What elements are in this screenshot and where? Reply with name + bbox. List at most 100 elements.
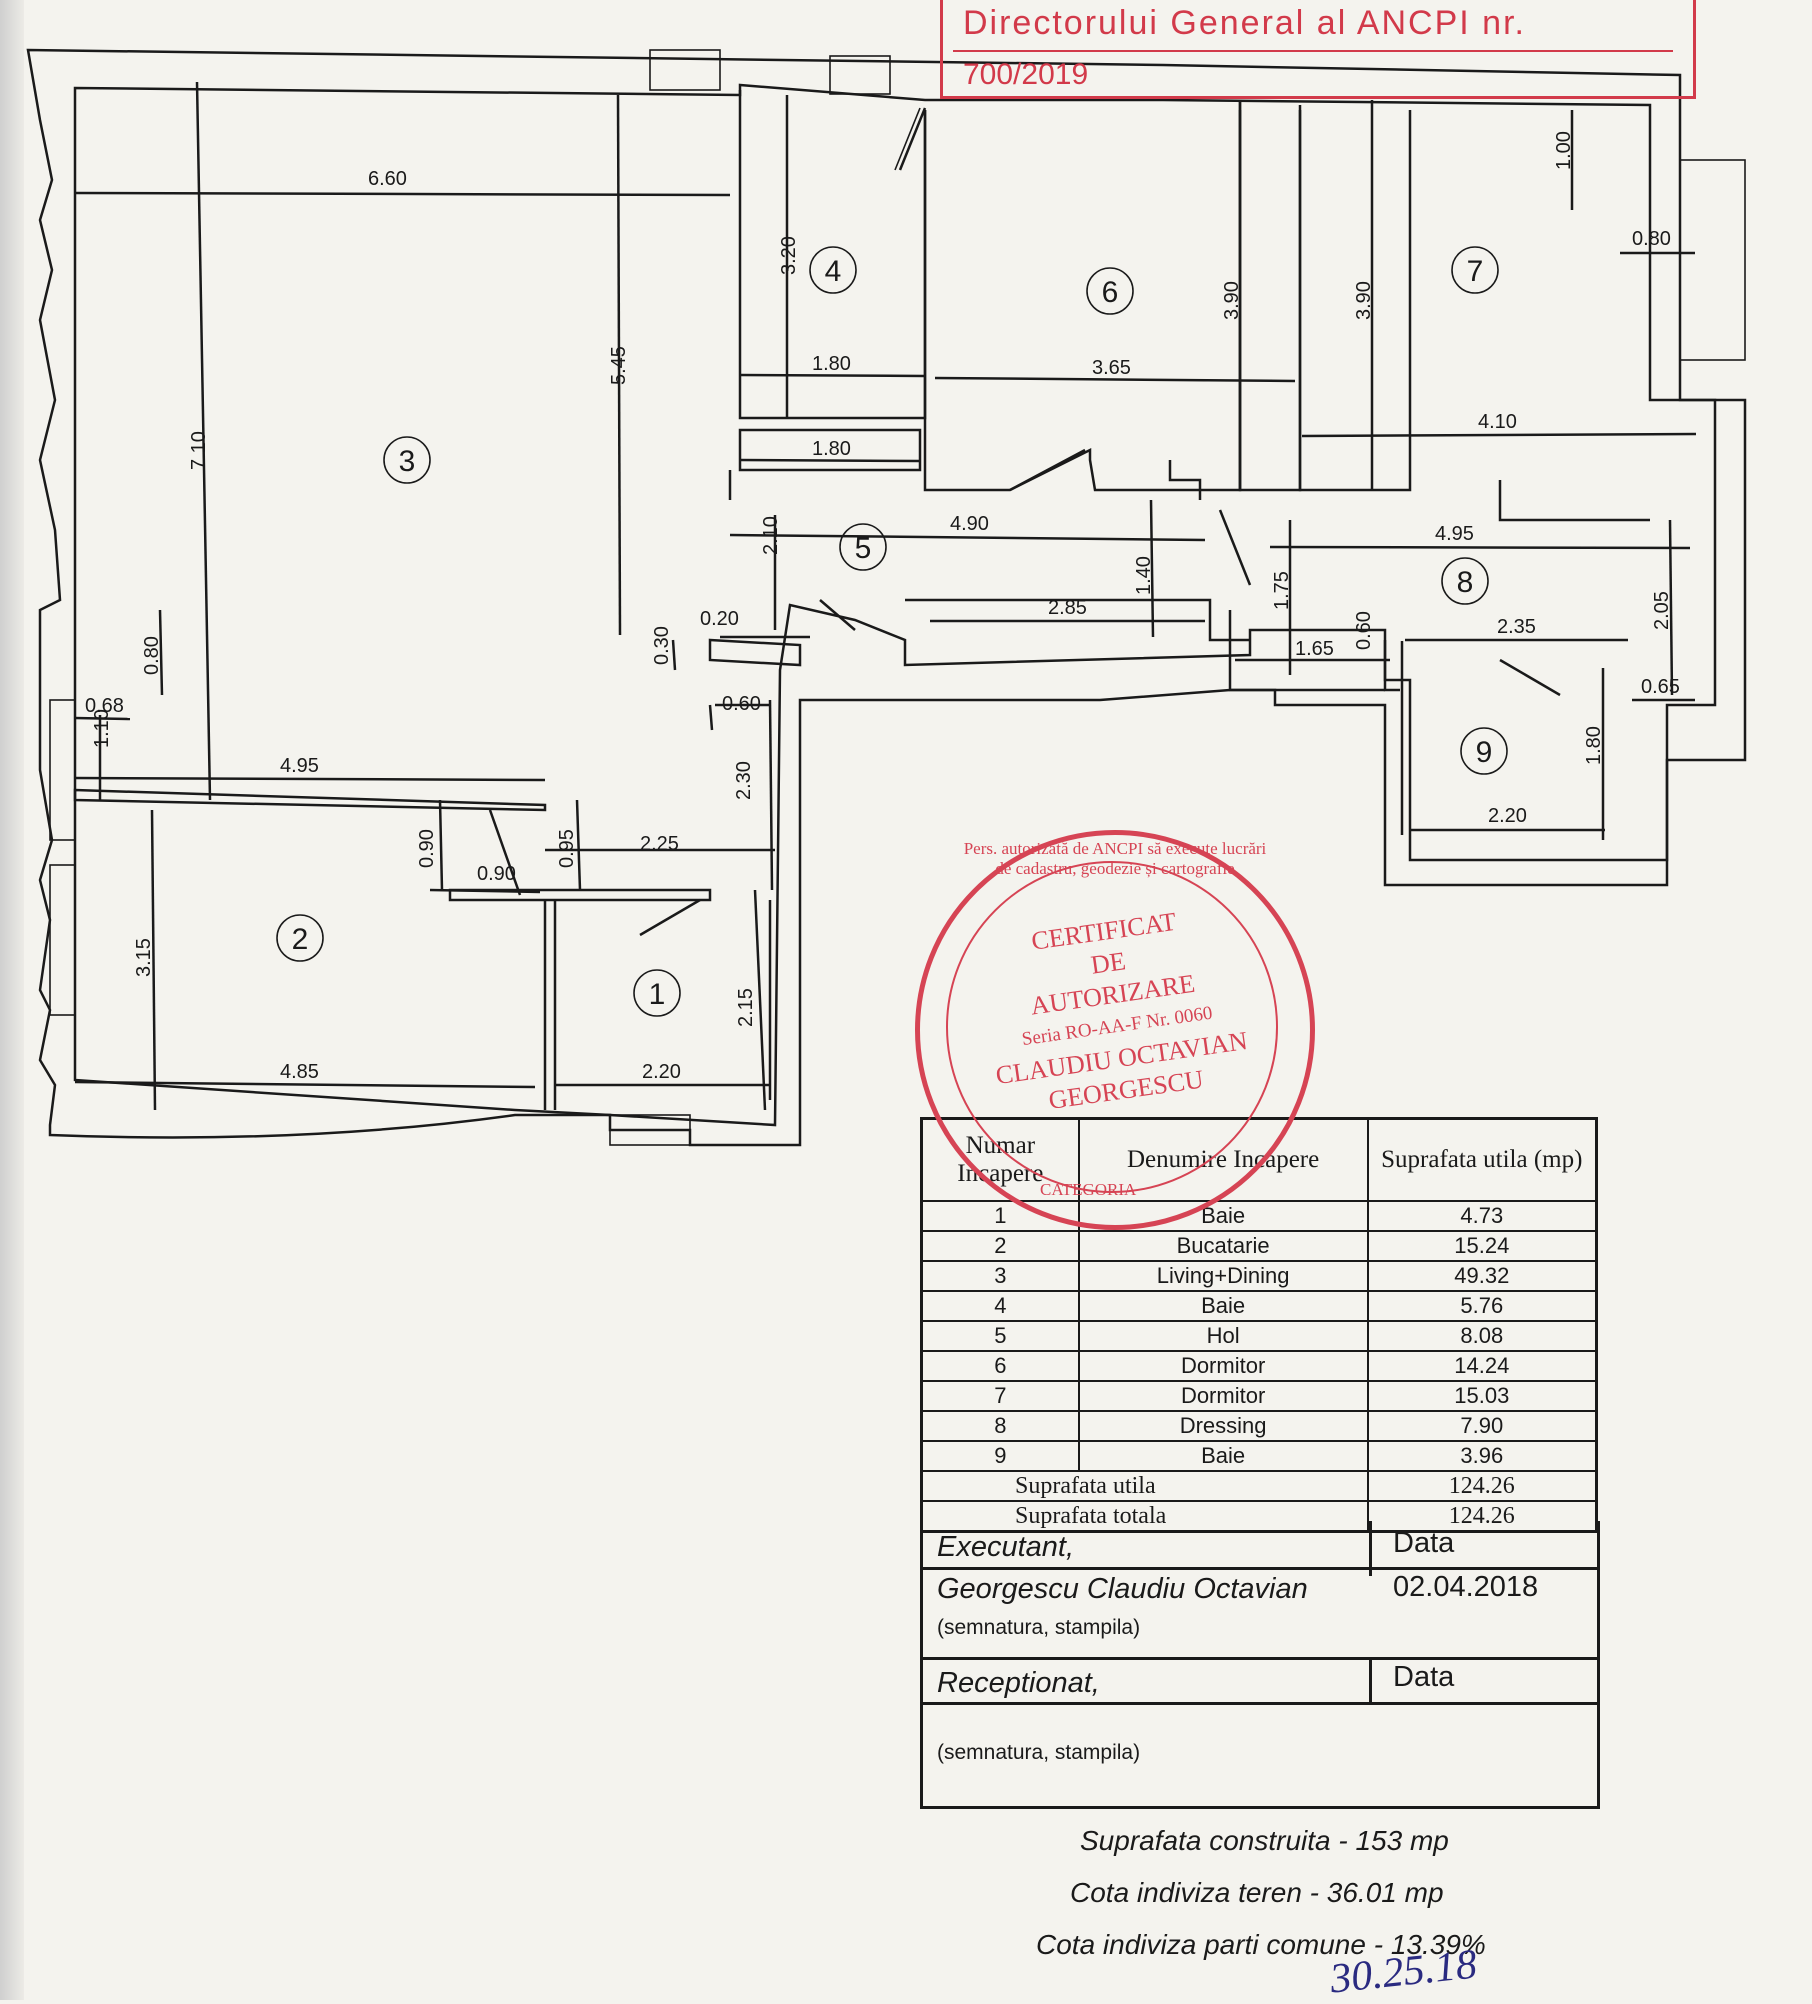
room-8-circle [1441,557,1489,605]
svg-text:0.90: 0.90 [416,829,438,868]
svg-text:0.80: 0.80 [1632,228,1671,250]
door-leaf [819,599,856,631]
executant-label: Executant, [937,1531,1075,1563]
approval-stamp-line2: 700/2019 [963,58,1089,91]
cell-name: Baie [1077,1290,1369,1322]
summary-label: Suprafata totala [920,1500,1369,1533]
stamp-ring-bottom: CATEGORIA [1040,1180,1137,1199]
partition [1383,640,1400,692]
cell-nr: 7 [920,1380,1080,1412]
partition [1168,460,1202,500]
room-1-circle [633,969,681,1017]
svg-text:1.80: 1.80 [812,438,851,460]
room-4-number: 4 [825,255,842,288]
room-9-number: 9 [1476,736,1493,769]
inner-wall [73,83,1717,1127]
svg-text:7.10: 7.10 [188,431,210,470]
door-leaf [1009,448,1086,492]
receptionat-label: Receptionat, [937,1667,1100,1699]
window [649,49,721,91]
note-cota-parti: Cota indiviza parti comune - 13.39% [1036,1929,1486,1960]
svg-text:0.68: 0.68 [85,695,124,717]
note-construita: Suprafata construita - 153 mp [1080,1825,1449,1856]
cell-area: 14.24 [1366,1350,1598,1382]
door-leaf [1499,658,1561,697]
cell-nr: 8 [920,1410,1080,1442]
floor-plan: 6.60 7.10 5.45 3.20 1.80 1.80 3.65 3.90 … [26,48,1747,1147]
cell-name: Dormitor [1077,1380,1369,1412]
cell-area: 4.73 [1366,1200,1598,1232]
data-label-2: Data [1393,1661,1455,1693]
room-2-number: 2 [292,923,309,956]
room-6-number: 6 [1102,276,1119,309]
svg-text:1.40: 1.40 [1133,556,1155,595]
svg-text:0.90: 0.90 [477,863,516,885]
room-number-labels: 1 2 3 4 5 6 7 8 9 [276,246,1508,1017]
data-value: 02.04.2018 [1393,1571,1539,1603]
cell-area: 15.24 [1366,1230,1598,1262]
cell-name: Baie [1077,1440,1369,1472]
cell-nr: 3 [920,1260,1080,1292]
stamp-inner-ring [946,861,1278,1193]
cell-name: Bucatarie [1077,1230,1369,1262]
summary-value: 124.26 [1366,1500,1598,1533]
authorization-stamp: Pers. autorizată de ANCPI să execute luc… [915,830,1315,1230]
cell-nr: 2 [920,1230,1080,1262]
cell-nr: 5 [920,1320,1080,1352]
room-5-circle [839,523,887,571]
data-label-1: Data [1393,1527,1455,1559]
semnatura-1: (semnatura, stampila) [937,1616,1141,1639]
door-swing [894,107,921,171]
divider [1369,1521,1372,1576]
svg-text:0.20: 0.20 [700,608,739,630]
svg-text:3.15: 3.15 [133,938,155,977]
cell-area: 49.32 [1366,1260,1598,1292]
partition [1228,610,1385,692]
dimension-labels: 6.60 7.10 5.45 3.20 1.80 1.80 3.65 3.90 … [85,131,1680,1083]
svg-text:2.85: 2.85 [1048,597,1087,619]
svg-text:5.45: 5.45 [608,346,630,385]
partition [708,638,802,667]
svg-text:2.25: 2.25 [640,833,679,855]
door-leaf [488,809,522,896]
svg-text:1.80: 1.80 [1583,726,1605,765]
partition [1238,100,1302,492]
cell-name: Hol [1077,1320,1369,1352]
svg-text:0.30: 0.30 [651,626,673,665]
room-3-number: 3 [399,445,416,478]
room-4-circle [809,246,857,294]
cell-nr: 4 [920,1290,1080,1322]
svg-text:3.20: 3.20 [778,236,800,275]
svg-text:2.05: 2.05 [1651,591,1673,630]
svg-text:0.95: 0.95 [556,829,578,868]
partition [738,428,922,472]
divider [923,1702,1597,1705]
svg-text:4.85: 4.85 [280,1061,319,1083]
svg-text:0.65: 0.65 [1641,676,1680,698]
svg-text:1.65: 1.65 [1295,638,1334,660]
svg-text:4.95: 4.95 [1435,523,1474,545]
partition [448,888,712,902]
svg-text:4.90: 4.90 [950,513,989,535]
door-leaf [898,107,927,171]
svg-text:1.00: 1.00 [1553,131,1575,170]
room-8-number: 8 [1457,566,1474,599]
dimension-lines [74,81,1697,1111]
svg-text:2.10: 2.10 [760,516,782,555]
svg-text:3.90: 3.90 [1221,281,1243,320]
svg-text:2.30: 2.30 [733,761,755,800]
cell-area: 7.90 [1366,1410,1598,1442]
room-7-circle [1451,246,1499,294]
svg-text:6.60: 6.60 [368,168,407,190]
window [609,1114,691,1146]
summary-value: 124.26 [1366,1470,1598,1502]
svg-text:1.75: 1.75 [1271,571,1293,610]
svg-text:1.10: 1.10 [91,709,113,748]
